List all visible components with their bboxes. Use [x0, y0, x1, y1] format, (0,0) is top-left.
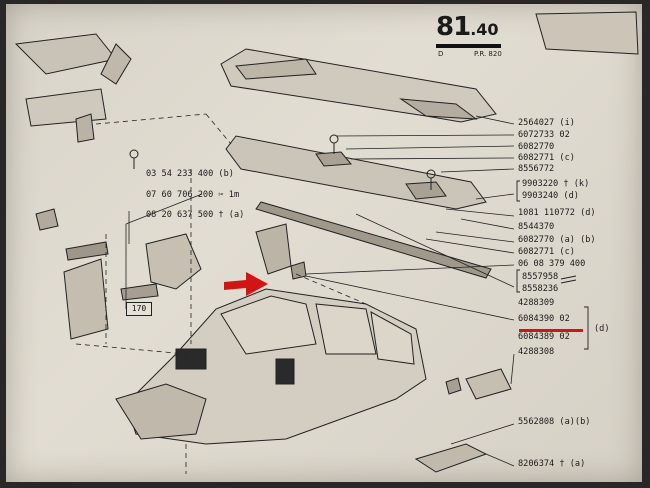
right-ref: 5562808 (a)(b)	[518, 417, 591, 427]
section-sub: .40	[470, 20, 499, 39]
left-ref-1: 03 54 233 400 (b)	[146, 169, 234, 179]
right-ref: 1081 110772 (d)	[518, 208, 596, 218]
left-ref-3: 08 20 637 500 † (a)	[146, 210, 245, 220]
right-ref: 8556772	[518, 164, 555, 174]
right-ref: 8558236	[522, 284, 559, 294]
right-ref: 6072733 02	[518, 130, 570, 140]
red-arrow-icon	[224, 272, 268, 296]
group-label: (d)	[594, 324, 610, 334]
header-d-label: D	[438, 50, 444, 58]
parts-catalog-page: 81.40 D P.R. 820 03 54 233 400 (b) 07 60…	[6, 4, 642, 482]
right-ref: 6082770	[518, 142, 555, 152]
section-main: 81	[436, 12, 471, 42]
right-ref: 8544370	[518, 222, 555, 232]
header-rule	[436, 44, 501, 48]
right-ref: 9903220 † (k)	[522, 179, 590, 189]
right-ref: 8206374 † (a)	[518, 459, 586, 469]
red-underline	[519, 329, 583, 332]
right-ref: 8557958	[522, 272, 559, 282]
exploded-parts-diagram	[14, 11, 639, 474]
right-ref: 6082771 (c)	[518, 153, 575, 163]
right-ref: 06 08 379 400	[518, 259, 586, 269]
right-ref-highlighted: 6084390 02	[518, 314, 570, 324]
header-pr-label: P.R. 820	[474, 50, 502, 58]
right-ref: 4288309	[518, 298, 555, 308]
box-label: 170	[126, 302, 152, 316]
right-ref: 9903240 (d)	[522, 191, 579, 201]
right-ref: 4288308	[518, 347, 555, 357]
right-ref: 6082770 (a) (b)	[518, 235, 596, 245]
left-ref-2: 07 60 706 200 ✂ 1m	[146, 190, 240, 200]
right-ref: 2564027 (i)	[518, 118, 575, 128]
section-number: 81.40	[436, 12, 499, 42]
right-ref: 6082771 (c)	[518, 247, 575, 257]
right-ref: 6084389 02	[518, 332, 570, 342]
